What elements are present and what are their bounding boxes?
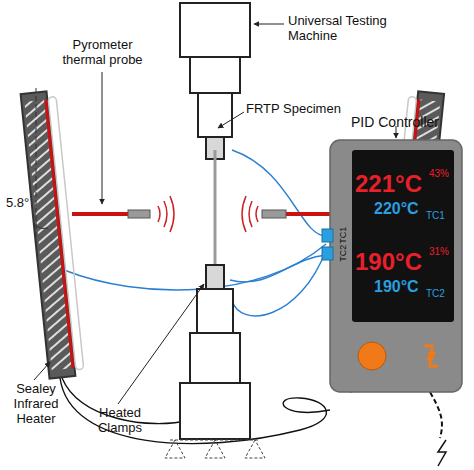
specimen-label: FRTP Specimen — [246, 102, 356, 117]
testing-machine — [180, 3, 250, 159]
setpoint-reading: 220°C — [374, 200, 419, 218]
controller-housing — [330, 140, 462, 392]
controller-title: PID Controller — [320, 114, 470, 130]
temperature-reading: 190°C — [355, 248, 422, 276]
infrared-heater — [21, 91, 85, 379]
cycle-icon — [424, 346, 438, 366]
port-label: TC2 — [338, 241, 348, 265]
clamp-label: Heated Clamps — [88, 406, 152, 436]
angle-marker — [36, 88, 48, 246]
channel-label: TC1 — [426, 210, 445, 222]
machine-label: Universal Testing Machine — [288, 14, 388, 44]
heater-label: Sealey Infrared Heater — [4, 382, 68, 427]
port-label: TC1 — [338, 223, 348, 247]
output-percent: 43% — [429, 168, 449, 180]
temperature-reading: 221°C — [355, 170, 422, 198]
thermal-waves — [158, 196, 258, 232]
lower-grip — [180, 265, 250, 439]
output-percent: 31% — [429, 246, 449, 258]
angle-label: 5.8° — [6, 196, 46, 211]
ports — [322, 229, 333, 260]
channel-label: TC2 — [426, 288, 445, 300]
control-knob — [358, 342, 386, 370]
specimen — [214, 150, 217, 275]
display-screen: 221°C 43% 220°C TC1 190°C 31% 190°C TC2 — [352, 150, 454, 322]
pid-controller: PID Controller221°C43%220°CTC1190°C31%19… — [330, 140, 462, 392]
setpoint-reading: 190°C — [374, 278, 419, 296]
base-supports — [165, 440, 265, 458]
probe-label: Pyrometer thermal probe — [55, 38, 150, 68]
